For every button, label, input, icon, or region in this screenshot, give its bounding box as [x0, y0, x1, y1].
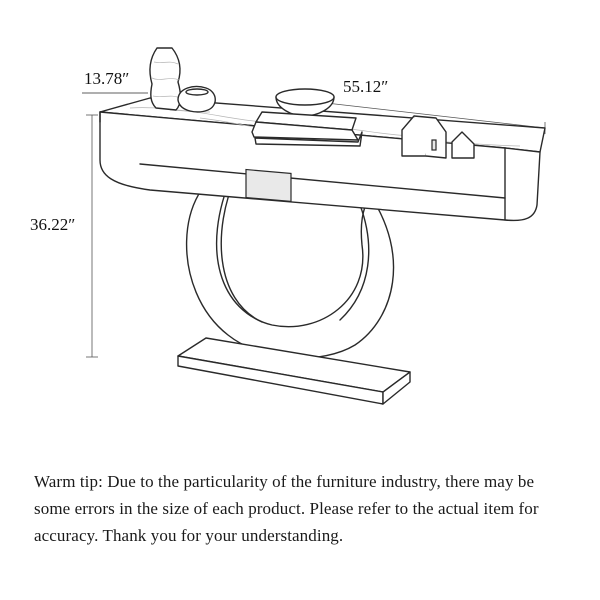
book-stack [251, 111, 363, 147]
plinth-base [177, 337, 411, 405]
warm-tip-note: Warm tip: Due to the particularity of th… [34, 472, 539, 545]
house-ornaments [401, 115, 475, 159]
height-dimension-label: 36.22″ [30, 215, 76, 234]
dimension-lines [82, 92, 546, 358]
depth-dimension-label: 13.78″ [84, 69, 130, 88]
round-bowl-vase [177, 85, 216, 113]
decor-bowl [275, 88, 335, 117]
tall-vase [149, 47, 182, 111]
width-dimension-label: 55.12″ [343, 77, 389, 96]
console-table-illustration [82, 47, 546, 405]
